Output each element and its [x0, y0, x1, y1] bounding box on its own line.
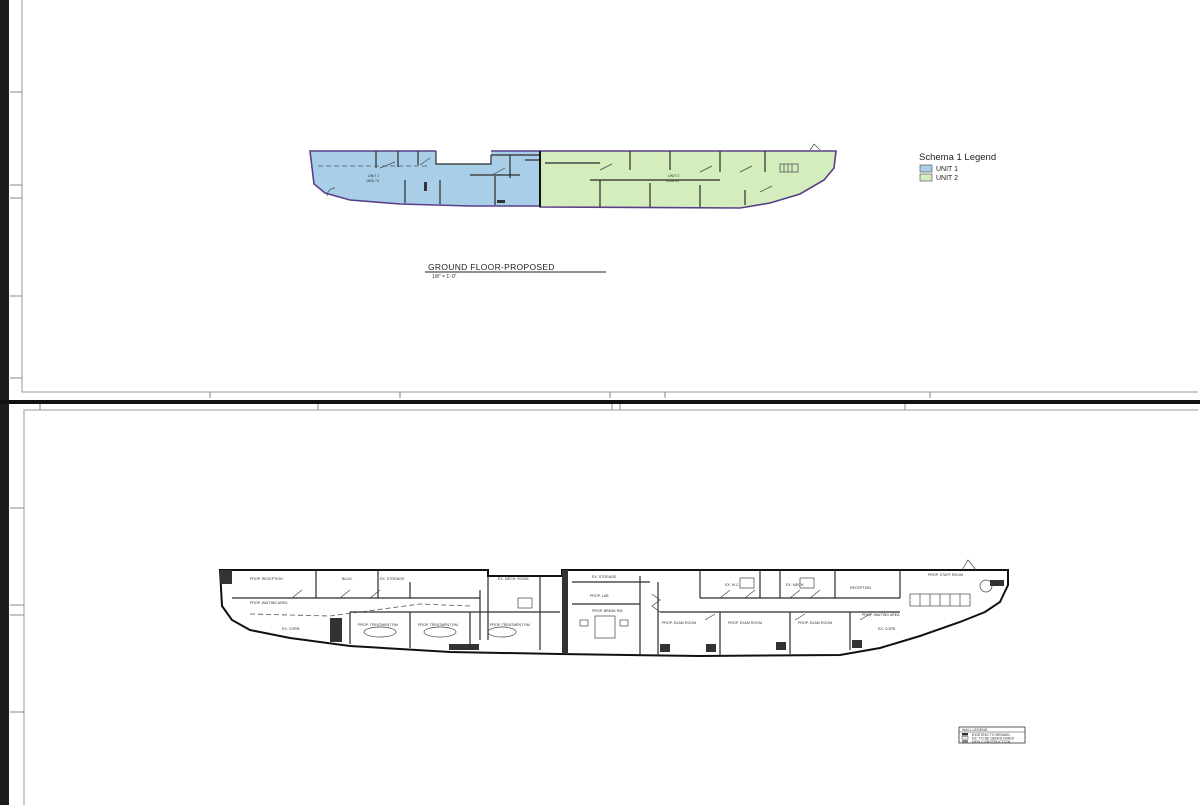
room-label: PROP. WAITING AREA — [250, 601, 288, 605]
room-label: EX. CORR. — [282, 627, 300, 631]
unit-1-area-value: 1605.73 — [366, 179, 379, 183]
schema-legend: Schema 1 Legend UNIT 1 UNIT 2 — [919, 152, 996, 182]
room-label: EX. MECH. — [786, 583, 804, 587]
upper-sheet: UNIT 1 1605.73 UNIT 2 1556.41 Schema 1 L… — [10, 0, 1198, 398]
wall-legend-item: EXISTING TO REMAIN — [972, 733, 1010, 737]
wall-legend-item: NEW CONSTRUCTION — [972, 740, 1011, 744]
legend-title: Schema 1 Legend — [919, 152, 996, 163]
room-label: RECEPTION — [850, 586, 871, 590]
legend-label-unit-2: UNIT 2 — [936, 175, 958, 182]
drawing-scale: 1/8" = 1'-0" — [432, 274, 457, 280]
unit-1-area[interactable] — [309, 150, 541, 207]
legend-label-unit-1: UNIT 1 — [936, 166, 958, 173]
unit-1-walls — [318, 151, 540, 205]
room-label: PROP. EXAM ROOM — [662, 621, 696, 625]
room-label: EX. CORR. — [878, 627, 896, 631]
room-label: PROP. RECEPTION — [250, 577, 283, 581]
room-label: EX. W.C. — [725, 583, 740, 587]
lower-sheet-frame — [23, 409, 1198, 805]
wall-legend-title: WALL LEGEND — [962, 728, 988, 732]
lower-plan-walls — [232, 559, 993, 656]
legend-swatch-unit-1 — [919, 164, 933, 173]
upper-sheet-frame — [21, 0, 1198, 393]
unit-2-label: UNIT 2 — [668, 174, 679, 178]
room-label: PROP. TREATMENT RM — [490, 623, 530, 627]
room-label: PROP. TREATMENT RM — [358, 623, 398, 627]
room-labels: PROP. RECEPTION BLDG. EX. STORAGE PROP. … — [250, 573, 963, 631]
unit-2-walls — [539, 143, 821, 207]
legend-swatch-unit-2 — [919, 173, 933, 182]
room-label: EX. STORAGE — [380, 577, 405, 581]
room-label: EX. MECH. ROOM — [498, 577, 529, 581]
room-label: PROP. WAITING AREA — [862, 613, 900, 617]
room-label: BLDG. — [342, 577, 353, 581]
drawing-title-block: GROUND FLOOR-PROPOSED 1/8" = 1'-0" — [425, 262, 606, 280]
room-label: PROP. EXAM ROOM — [798, 621, 832, 625]
lower-sheet: PROP. RECEPTION BLDG. EX. STORAGE PROP. … — [10, 404, 1198, 805]
wall-legend-item: EX. TO BE DEMOLISHED — [972, 736, 1015, 740]
room-label: PROP. STAFF ROOM — [928, 573, 963, 577]
room-label: PROP. BREAK RM — [592, 609, 623, 613]
room-label: EX. STORAGE — [592, 575, 617, 579]
room-label: PROP. TREATMENT RM — [418, 623, 458, 627]
unit-1-label: UNIT 1 — [368, 174, 379, 178]
drawing-title: GROUND FLOOR-PROPOSED — [428, 262, 555, 272]
room-label: PROP. LAB — [590, 594, 609, 598]
wall-legend: WALL LEGEND EXISTING TO REMAIN EX. TO BE… — [958, 726, 1026, 744]
room-label: PROP. EXAM ROOM — [728, 621, 762, 625]
sheet-divider — [0, 400, 1200, 404]
unit-2-area-value: 1556.41 — [666, 179, 679, 183]
